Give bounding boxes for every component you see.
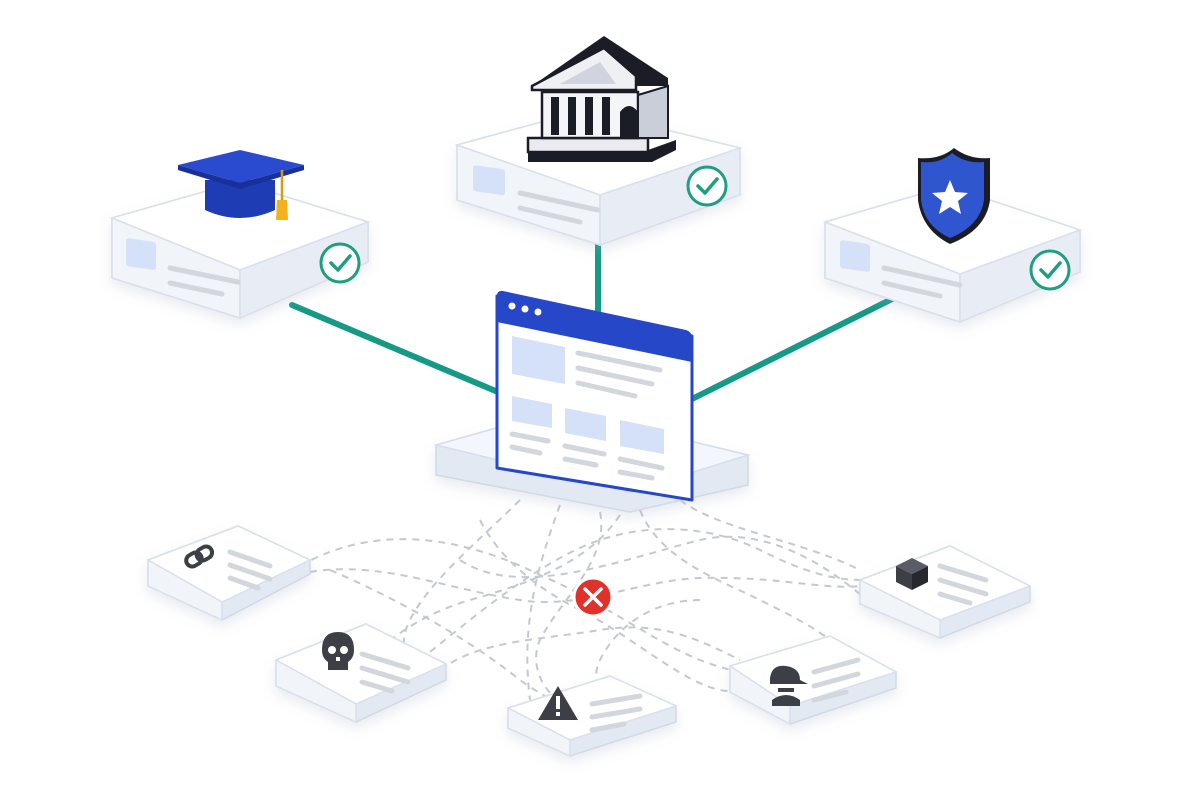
- untrusted-dashed-link: [403, 499, 521, 659]
- verified-check-icon: [319, 242, 361, 284]
- central-page: [433, 290, 751, 513]
- trusted-connectors: [289, 235, 903, 403]
- placeholder-line: [881, 280, 943, 299]
- untrusted-dashed-link: [419, 528, 863, 661]
- untrusted-source-package: [858, 545, 1032, 640]
- rejected-x-icon: [572, 576, 614, 618]
- skull-icon: [322, 632, 354, 670]
- untrusted-source-link: [146, 525, 312, 622]
- untrusted-dashed-link: [526, 504, 561, 701]
- shield-star-icon: [918, 148, 990, 244]
- verified-check-icon: [1029, 249, 1071, 291]
- trusted-source-university: [109, 150, 371, 320]
- connector-security: [687, 292, 903, 403]
- trusted-source-government: [454, 36, 743, 247]
- warning-triangle-icon: [538, 686, 578, 720]
- window-dot: [508, 302, 516, 310]
- placeholder-block: [126, 238, 156, 270]
- government-building-icon: [526, 36, 676, 162]
- window-dot: [521, 305, 529, 313]
- placeholder-line: [517, 205, 583, 225]
- verified-check-icon: [686, 165, 728, 207]
- placeholder-line: [881, 265, 963, 288]
- placeholder-line: [167, 265, 241, 285]
- window-dot: [534, 308, 542, 316]
- connector-university: [289, 302, 508, 398]
- placeholder-line: [167, 280, 225, 297]
- untrusted-source-anonymous: [728, 635, 898, 726]
- spy-icon: [770, 665, 808, 706]
- untrusted-dashed-link: [379, 514, 621, 651]
- package-box-icon: [896, 558, 928, 590]
- broken-link-icon: [184, 544, 215, 569]
- graduation-cap-icon: [178, 150, 304, 220]
- placeholder-block: [840, 240, 870, 272]
- placeholder-line: [517, 190, 601, 213]
- trusted-source-security: [822, 148, 1083, 324]
- untrusted-dashed-link: [299, 538, 753, 677]
- untrusted-dashed-link: [459, 535, 863, 597]
- untrusted-source-malware: [274, 623, 448, 724]
- placeholder-block: [473, 165, 505, 196]
- untrusted-dashed-link: [535, 511, 603, 701]
- untrusted-dashed-link: [439, 626, 741, 671]
- browser-window-icon: [495, 290, 694, 502]
- untrusted-source-warning: [506, 675, 679, 758]
- untrusted-dashed-link: [679, 499, 861, 571]
